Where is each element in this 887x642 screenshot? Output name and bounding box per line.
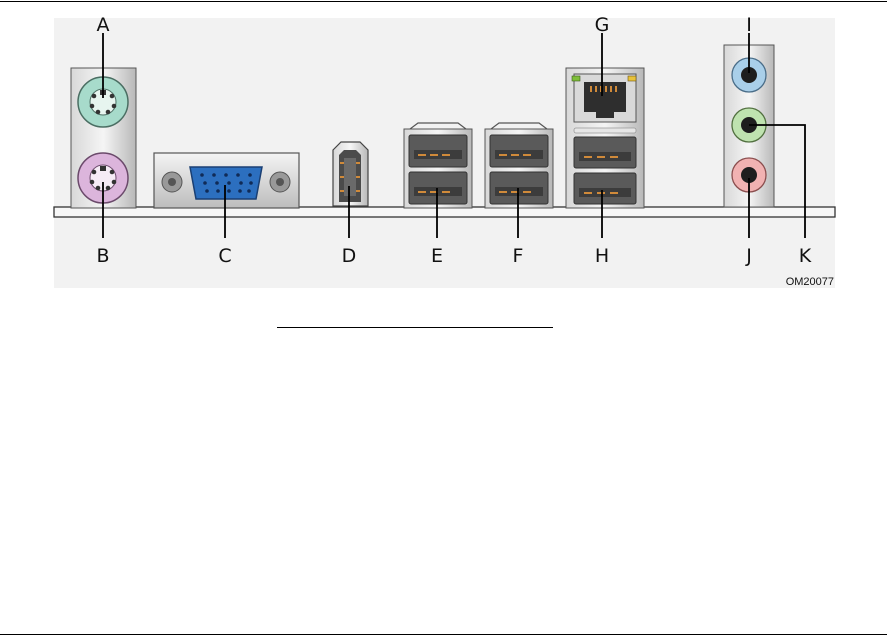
callout-j: J [745, 245, 752, 267]
usb-ports-e [404, 123, 472, 208]
callout-c: C [218, 245, 231, 267]
vga-port [154, 153, 299, 208]
callout-f: F [513, 245, 524, 267]
lan-port [572, 74, 636, 122]
callout-k: K [799, 245, 812, 267]
usb-ports-f [485, 123, 553, 208]
lan-usb-stack [566, 68, 644, 208]
callout-g: G [595, 14, 610, 36]
callout-e: E [431, 245, 443, 267]
callout-b: B [96, 245, 109, 267]
bottom-rule [0, 634, 887, 635]
callout-d: D [342, 245, 357, 267]
callout-i: I [746, 14, 752, 36]
figure-id: OM20077 [786, 276, 834, 288]
callout-h: H [595, 245, 609, 267]
callout-a: A [97, 14, 110, 36]
firewire-port [333, 142, 368, 206]
caption-underline [277, 327, 553, 328]
